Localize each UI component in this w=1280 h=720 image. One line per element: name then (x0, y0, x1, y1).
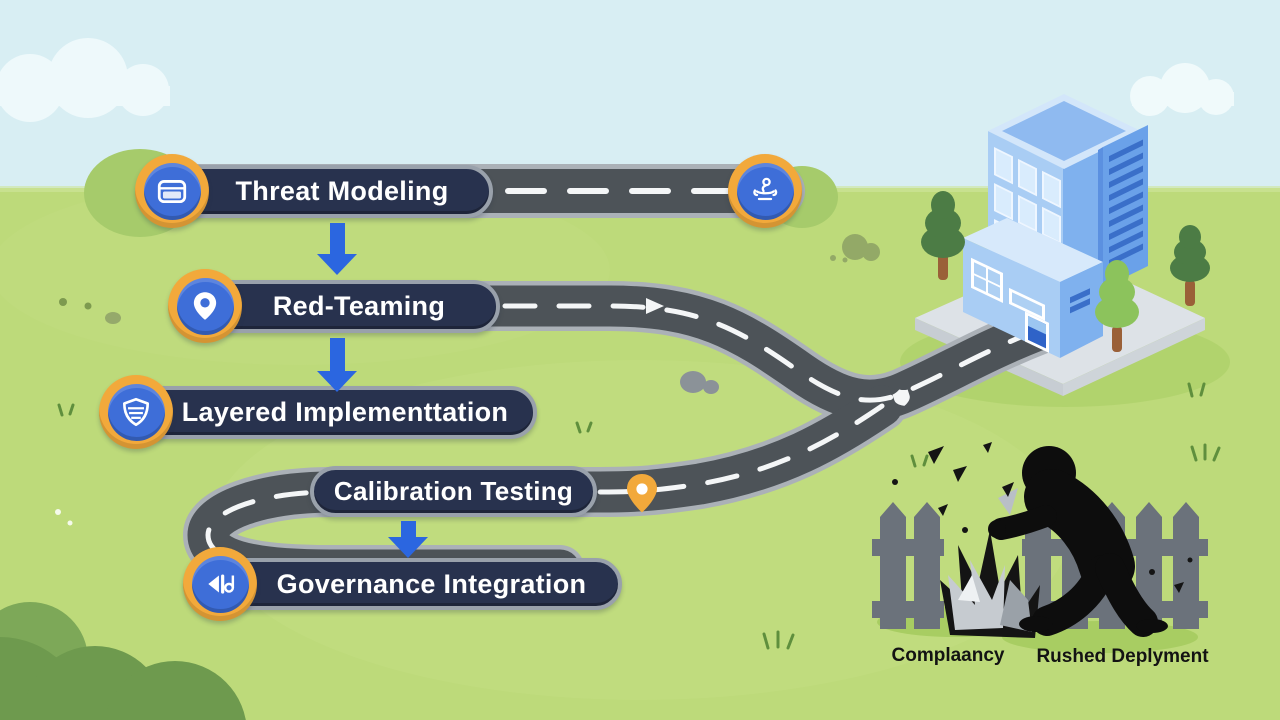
flow-arrow-1 (317, 223, 357, 275)
badge-threat-modeling (135, 154, 209, 228)
tree-dark-left (921, 191, 965, 280)
cloud-left (0, 38, 170, 122)
hazard-label-rushed-deployment: Rushed Deplyment (1036, 646, 1209, 667)
annex-side-window (1070, 288, 1090, 314)
route-pin-icon (627, 474, 657, 513)
bush-bottom-left (0, 602, 246, 720)
badge-destination (728, 154, 802, 228)
annex-windows-door (971, 257, 1049, 353)
statue-icon (753, 177, 778, 201)
step-pill-calibration-testing: Calibration Testing (310, 466, 597, 517)
tree-dark-right (1170, 225, 1210, 306)
step-label: Governance Integration (276, 568, 587, 599)
person-silhouette (988, 446, 1168, 637)
step-pill-governance-integration: Governance Integration (185, 558, 622, 610)
badge-layered-implementation (99, 375, 173, 449)
flow-arrow-2 (317, 338, 357, 392)
step-label: Calibration Testing (333, 476, 574, 506)
road-direction-arrow (646, 298, 664, 314)
step-label: Layered Implementtation (181, 397, 509, 427)
hazard-label-complacency: Complaancy (891, 645, 1005, 666)
speaker-icon (208, 574, 235, 594)
step-label: Threat Modeling (235, 176, 449, 206)
tree-light (1095, 260, 1139, 352)
badge-red-teaming (168, 269, 242, 343)
map-pin-icon (193, 292, 217, 320)
office-building (963, 94, 1148, 358)
cloud-right (1130, 63, 1234, 116)
badge-governance-integration (183, 547, 257, 621)
rocks-and-tufts (55, 234, 1221, 650)
step-label: Red-Teaming (272, 291, 446, 321)
shield-marker-icon (892, 389, 910, 406)
browser-window-icon (157, 180, 187, 204)
shield-icon (122, 397, 150, 427)
flow-arrow-3 (388, 521, 428, 558)
step-pill-layered-implementation: Layered Implementtation (103, 386, 537, 439)
broken-fence-wreckage (940, 488, 1040, 638)
